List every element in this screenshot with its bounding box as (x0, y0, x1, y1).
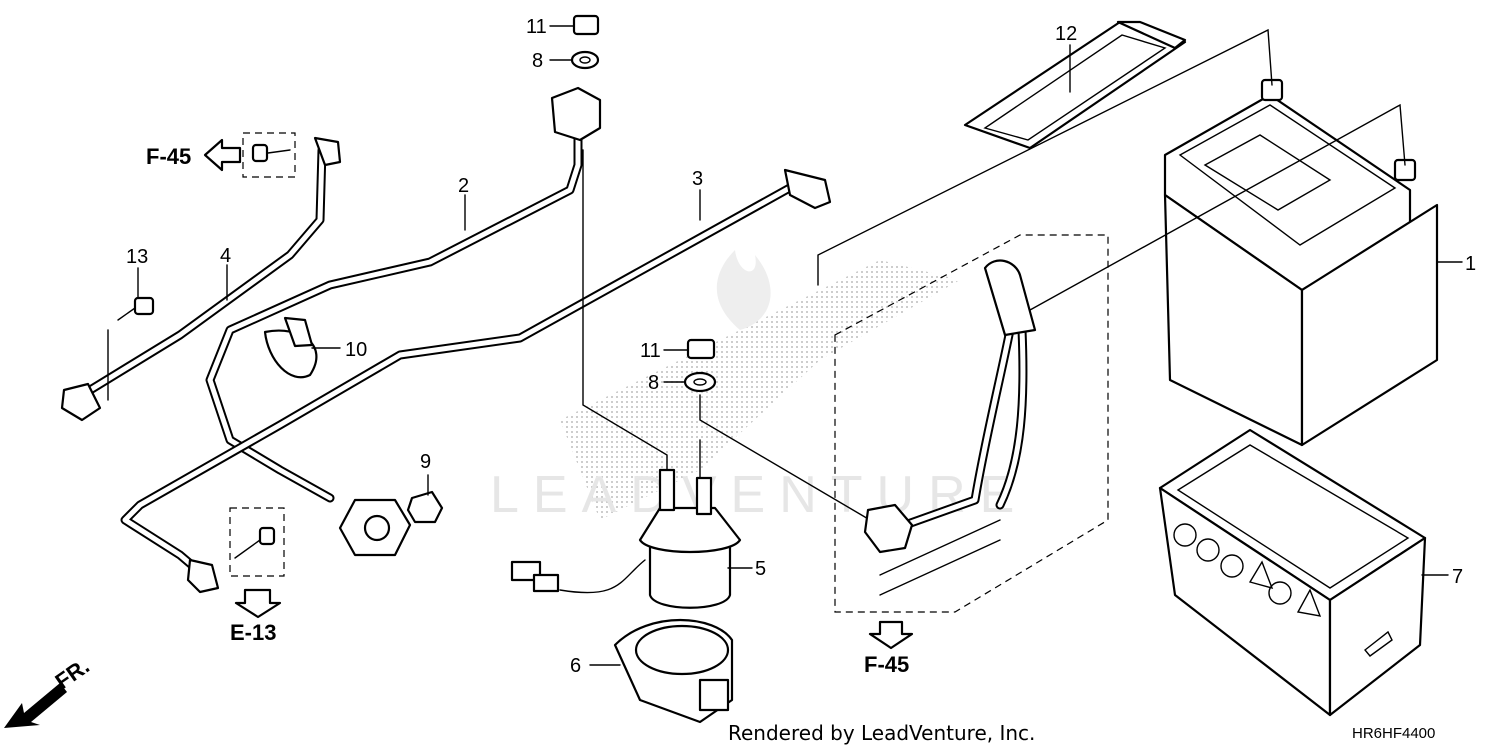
part-number-12: 12 (1055, 23, 1077, 45)
battery-band-part[interactable] (963, 20, 1187, 150)
nut-11-top-part[interactable] (572, 14, 600, 36)
e13-down-arrow-icon (234, 588, 282, 619)
positive-terminal-lead-part[interactable] (863, 259, 1037, 596)
washer-8-top-part[interactable] (570, 50, 600, 70)
part-number-5: 5 (755, 558, 766, 580)
credit-text: Rendered by LeadVenture, Inc. (728, 721, 1035, 745)
starter-relay-part[interactable] (510, 468, 742, 609)
battery-part[interactable] (1163, 78, 1439, 447)
part-number-13: 13 (126, 246, 148, 268)
front-arrow-icon (4, 683, 67, 728)
nut-9-part[interactable] (406, 490, 444, 524)
battery-case-part[interactable] (1158, 428, 1427, 717)
part-number-2: 2 (458, 175, 469, 197)
part-number-6: 6 (570, 655, 581, 677)
nut-11-middle-part[interactable] (686, 338, 716, 360)
ground-cable-part[interactable] (60, 136, 342, 422)
part-number-3: 3 (692, 168, 703, 190)
part-number-8-middle: 8 (648, 372, 659, 394)
watermark-text: LEADVENTURE (490, 466, 1028, 524)
number-leader-lines (137, 25, 1463, 666)
part-number-1: 1 (1465, 253, 1476, 275)
relay-cover-part[interactable] (613, 619, 734, 724)
part-number-7: 7 (1452, 566, 1463, 588)
part-number-9: 9 (420, 451, 431, 473)
terminal-leader-lines (817, 28, 1406, 311)
f45-left-arrow-icon (203, 138, 242, 172)
watermark: LEADVENTURE (490, 250, 1028, 524)
bolt-13-part[interactable] (107, 296, 155, 401)
positive-cable-part[interactable] (205, 86, 602, 557)
dashed-group-box (834, 234, 1109, 613)
cable-tie-part[interactable] (263, 316, 318, 379)
part-number-10: 10 (345, 339, 367, 361)
reference-f45-bottom[interactable]: F-45 (864, 652, 909, 677)
bolt-box-bottom[interactable] (229, 507, 285, 577)
part-number-11-middle: 11 (640, 340, 661, 362)
diagram-code: HR6HF4400 (1352, 725, 1435, 742)
bolt-box-left[interactable] (242, 132, 296, 178)
reference-f45-left[interactable]: F-45 (146, 144, 191, 169)
part-number-4: 4 (220, 245, 231, 267)
washer-8-middle-part[interactable] (683, 371, 717, 393)
part-number-8-top: 8 (532, 50, 543, 72)
f45-bottom-down-arrow-icon (868, 620, 914, 650)
reference-e13[interactable]: E-13 (230, 620, 276, 645)
negative-cable-part[interactable] (120, 168, 832, 594)
part-number-11-top: 11 (526, 16, 547, 38)
